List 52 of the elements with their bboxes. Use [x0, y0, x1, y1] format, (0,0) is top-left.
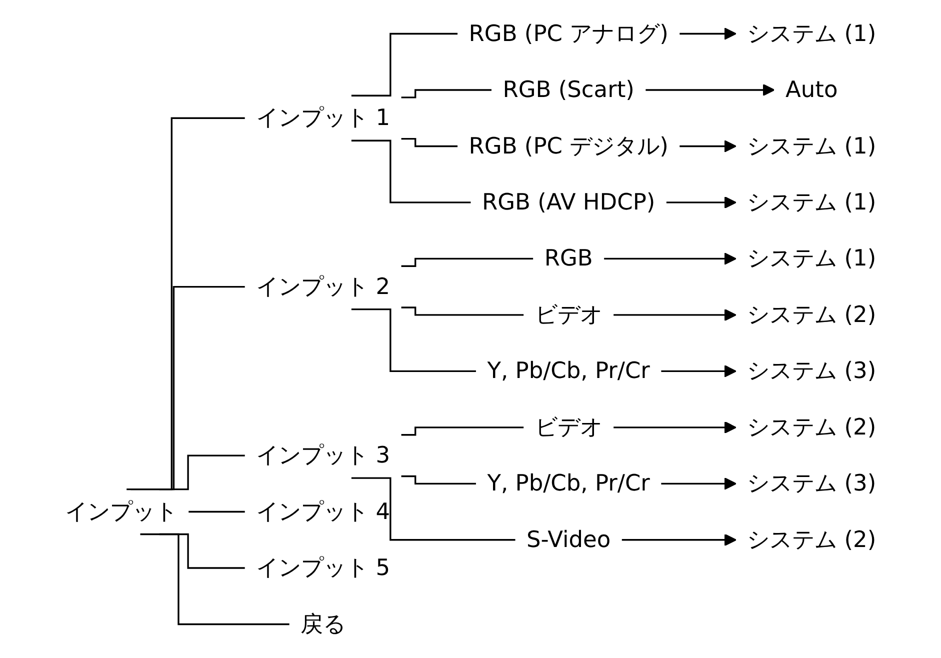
connector: [401, 89, 492, 98]
arrow: [604, 252, 736, 265]
arrow: [622, 534, 736, 546]
connector: [188, 510, 245, 513]
node-text: ビデオ: [534, 300, 602, 328]
connector: [126, 117, 245, 490]
arrow: [661, 365, 736, 378]
node-text: システム (1): [747, 244, 876, 272]
node-text: システム (1): [747, 20, 876, 46]
node-text: RGB: [544, 244, 593, 272]
node-text: Auto: [785, 76, 838, 103]
node-text: システム (2): [747, 413, 876, 440]
node-text: インプット 4: [256, 498, 390, 524]
node-text: インプット 3: [256, 441, 390, 468]
connector: [351, 477, 516, 541]
connector: [140, 533, 290, 626]
node-text: RGB (AV HDCP): [482, 188, 656, 216]
node-text: システム (2): [747, 526, 876, 553]
arrow: [666, 196, 736, 209]
connector: [401, 138, 458, 148]
arrow: [646, 84, 775, 96]
node-text: RGB (PC デジタル): [468, 132, 668, 159]
connector: [130, 286, 245, 490]
node-text: 戻る: [300, 610, 346, 637]
node-text: RGB (Scart): [502, 76, 634, 103]
node-text: ビデオ: [534, 413, 602, 440]
connector: [351, 32, 458, 96]
node-text: システム (3): [747, 357, 876, 384]
node-text: システム (1): [747, 188, 876, 216]
node-text: システム (2): [747, 300, 876, 328]
arrow: [614, 308, 736, 322]
node-text: システム (1): [747, 132, 876, 159]
node-text: インプット 2: [256, 272, 390, 300]
connector: [351, 308, 476, 372]
connector: [351, 140, 471, 204]
node-text: RGB (PC アナログ): [468, 20, 668, 46]
node-text: Y, Pb/Cb, Pr/Cr: [487, 357, 650, 384]
node-text: システム (3): [747, 470, 876, 496]
node-text: インプット 5: [256, 554, 390, 581]
connector: [401, 426, 524, 436]
arrow: [661, 477, 736, 490]
connector: [401, 258, 534, 267]
node-text: S-Video: [526, 526, 611, 553]
node-text: インプット: [64, 498, 178, 524]
node-text: インプット 1: [256, 104, 390, 131]
connector: [401, 475, 476, 484]
node-text: Y, Pb/Cb, Pr/Cr: [487, 470, 650, 496]
arrow: [680, 28, 736, 40]
arrow: [680, 140, 736, 152]
connector: [401, 306, 524, 316]
connector: [159, 454, 245, 490]
arrow: [614, 421, 736, 434]
